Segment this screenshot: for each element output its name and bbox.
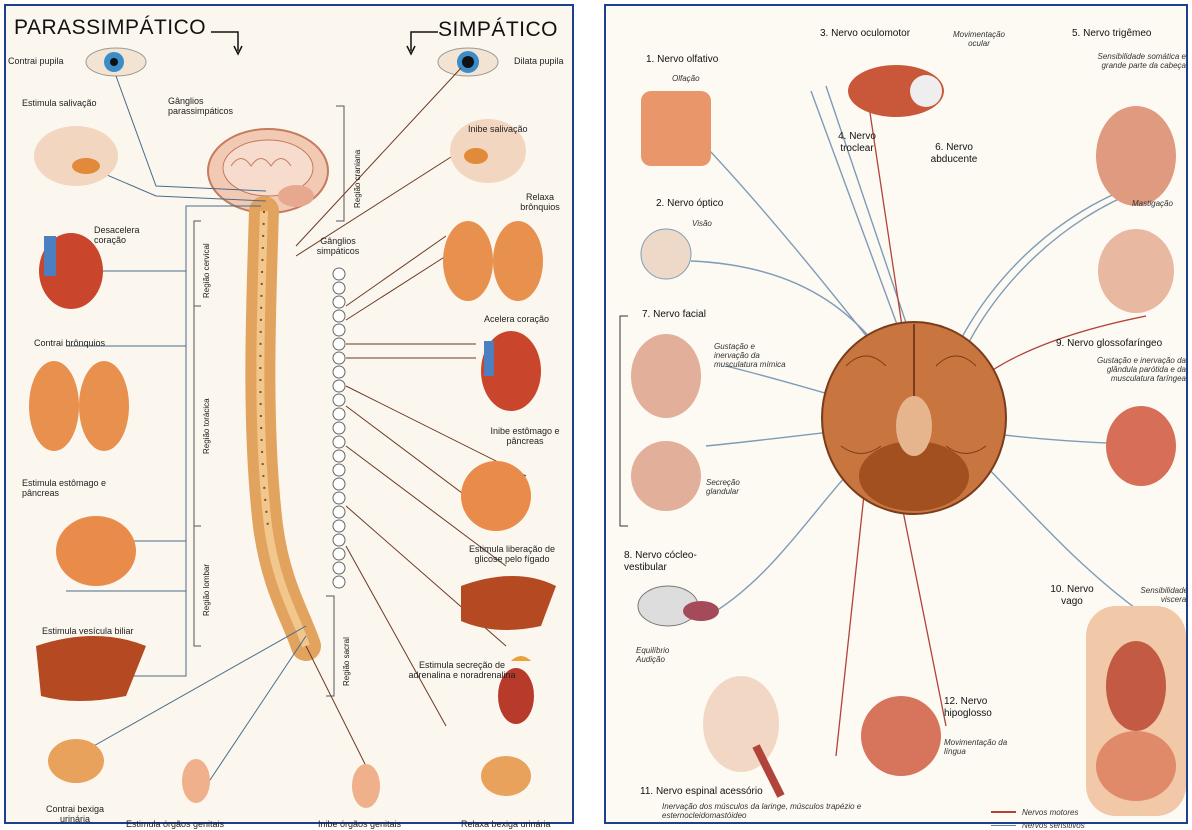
face-facial-illustration (631, 334, 701, 418)
label-nervo-troclear: 4. Nervo troclear (832, 131, 882, 155)
genital-left-illustration (182, 759, 210, 803)
label-nervo-olfativo: 1. Nervo olfativo (646, 54, 718, 66)
label-regiao-lombar: Região lombar (202, 564, 211, 616)
label-sensibilidade-visceral: Sensibilidade visceral (1134, 586, 1188, 604)
title-simpatico: SIMPÁTICO (438, 18, 558, 42)
label-acelera-coracao: Acelera coração (484, 314, 549, 324)
legend-nervos-motores: Nervos motores (1022, 808, 1078, 817)
eye-muscles-illustration (848, 65, 944, 117)
label-estimula-estomago: Estimula estômago e pâncreas (22, 478, 132, 498)
heart-right-illustration (481, 331, 541, 411)
tongue-illustration (861, 696, 941, 776)
label-inibe-genitais: Inibe órgãos genitais (318, 819, 401, 829)
label-estimula-glicose: Estimula liberação de glicose pelo fígad… (458, 544, 566, 564)
label-nervo-facial: 7. Nervo facial (642, 309, 706, 321)
left-eye-illustration (86, 48, 146, 76)
label-regiao-cervical: Região cervical (202, 243, 211, 298)
face-muscles-illustration (1096, 106, 1176, 206)
stomach-right-illustration (461, 461, 531, 531)
label-regiao-sacral: Região sacral (342, 637, 351, 686)
label-regiao-toracica: Região torácica (202, 398, 211, 454)
label-movimentacao-lingua: Movimentação da língua (944, 738, 1024, 756)
label-nervo-optico: 2. Nervo óptico (656, 198, 723, 210)
liver-left-illustration (36, 636, 146, 701)
liver-right-illustration (461, 576, 556, 630)
stomach-left-illustration (56, 516, 136, 586)
label-ganglios-parassimpaticos: Gânglios parassimpáticos (168, 96, 248, 116)
label-inibe-salivacao: Inibe salivação (468, 124, 528, 134)
label-equilibrio-audicao: Equilíbrio Audição (636, 646, 676, 664)
label-dilata-pupila: Dilata pupila (514, 56, 564, 66)
label-estimula-adrenalina: Estimula secreção de adrenalina e noradr… (408, 660, 516, 680)
label-contrai-bronquios: Contrai brônquios (34, 338, 105, 348)
eye-optic-illustration (641, 229, 691, 279)
legend-nervos-sensitivos: Nervos sensitivos (1022, 821, 1085, 830)
label-inervacao-laringe: Inervação dos músculos da laringe, múscu… (662, 802, 932, 820)
label-mastigacao: Mastigação (1132, 199, 1173, 208)
label-sensibilidade-somatica: Sensibilidade somática e grande parte da… (1078, 52, 1186, 70)
label-relaxa-bexiga: Relaxa bexiga urinária (461, 819, 551, 829)
spinal-column-illustration (260, 211, 306, 646)
head-mastication-illustration (1098, 229, 1174, 313)
label-movimentacao-ocular: Movimentação ocular (944, 30, 1014, 48)
label-gustacao-mimica: Gustação e inervação da musculatura mími… (714, 342, 786, 369)
label-regiao-craniana: Região craniana (353, 150, 362, 208)
label-olfacao: Olfação (672, 74, 700, 83)
label-contrai-pupila: Contrai pupila (8, 56, 64, 66)
torso-vagus-illustration (1086, 606, 1186, 816)
label-visao: Visão (692, 219, 712, 228)
autonomic-nervous-system-panel: PARASSIMPÁTICO SIMPÁTICO Contrai pupila … (4, 4, 574, 824)
bladder-right-illustration (481, 756, 531, 796)
label-nervo-vago: 10. Nervo vago (1042, 584, 1102, 608)
title-parassimpatico: PARASSIMPÁTICO (14, 16, 206, 40)
salivary-illustration (631, 441, 701, 511)
brain-inferior-illustration (822, 322, 1006, 514)
label-nervo-espinal-acessorio: 11. Nervo espinal acessório (640, 786, 763, 798)
neck-accessory-illustration (703, 676, 781, 796)
pharynx-illustration (1106, 406, 1176, 486)
label-ganglios-simpaticos: Gânglios simpáticos (308, 236, 368, 256)
label-nervo-glossofaringeo: 9. Nervo glossofaríngeo (1056, 338, 1162, 350)
label-gustacao-parotida: Gustação e inervação da glândula parótid… (1068, 356, 1186, 383)
lungs-left-illustration (29, 361, 129, 451)
label-nervo-abducente: 6. Nervo abducente (924, 142, 984, 166)
label-nervo-coclear: 8. Nervo cócleo-vestibular (624, 550, 724, 574)
face-left-illustration (34, 126, 118, 186)
lungs-right-illustration (443, 221, 543, 301)
right-eye-illustration (438, 48, 498, 76)
ear-illustration (638, 586, 719, 626)
label-inibe-estomago: Inibe estômago e pâncreas (490, 426, 560, 446)
label-estimula-salivacao: Estimula salivação (22, 98, 97, 108)
genital-right-illustration (352, 764, 380, 808)
cranial-nerves-panel: 1. Nervo olfativo Olfação 3. Nervo oculo… (604, 4, 1188, 824)
label-nervo-hipoglosso: 12. Nervo hipoglosso (944, 696, 1024, 720)
label-estimula-vesicula: Estimula vesícula biliar (42, 626, 134, 636)
label-contrai-bexiga: Contrai bexiga urinária (40, 804, 110, 824)
label-secrecao-glandular: Secreção glandular (706, 478, 754, 496)
olfactory-illustration (641, 91, 711, 166)
label-relaxa-bronquios: Relaxa brônquios (514, 192, 566, 212)
cranial-nerves-illustration (606, 6, 1190, 826)
sympathetic-ganglia-chain (333, 268, 345, 588)
label-nervo-oculomotor: 3. Nervo oculomotor (820, 28, 910, 40)
label-nervo-trigemeo: 5. Nervo trigêmeo (1072, 28, 1151, 40)
label-desacelera-coracao: Desacelera coração (94, 225, 154, 245)
label-estimula-genitais: Estimula órgãos genitais (126, 819, 224, 829)
bladder-left-illustration (48, 739, 104, 783)
